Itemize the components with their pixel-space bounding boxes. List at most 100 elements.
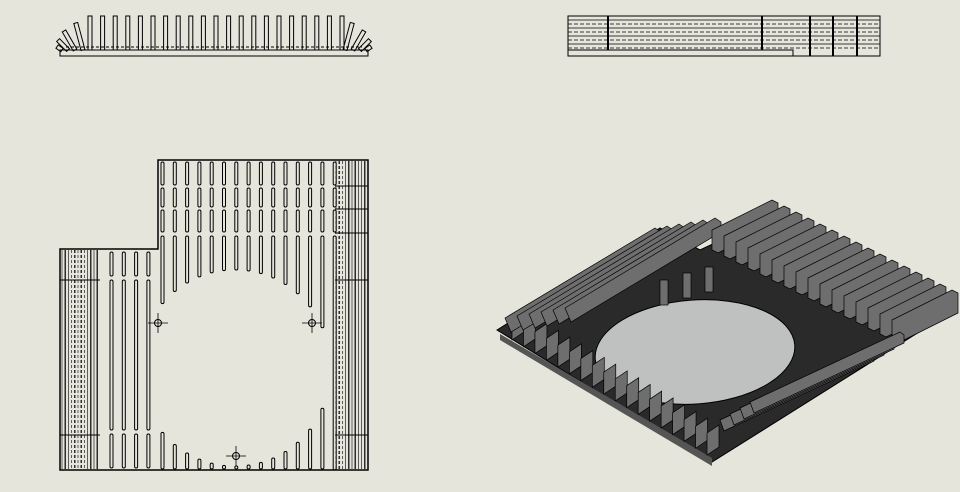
fin-slot — [197, 161, 202, 186]
fin — [226, 15, 232, 51]
angled-fin — [61, 29, 78, 52]
fin-slot — [209, 462, 214, 470]
fin — [175, 15, 181, 51]
fin-slot — [234, 235, 239, 271]
fin — [213, 15, 219, 51]
fin-slot — [185, 187, 190, 208]
iso-floor-opening — [594, 299, 796, 405]
fin-slot — [172, 187, 177, 208]
iso-wall-fin — [682, 272, 692, 299]
fin-slot — [320, 187, 325, 208]
fin-slot — [283, 235, 288, 286]
fin-slot — [246, 464, 251, 470]
fin-slot — [258, 235, 263, 275]
fin — [314, 15, 320, 51]
fin-slot — [121, 279, 126, 431]
fin-slot — [320, 209, 325, 233]
fin — [137, 15, 143, 51]
fin-slot — [197, 458, 202, 470]
fin-slot — [185, 452, 190, 470]
fin-slot — [197, 209, 202, 233]
fin-slot — [209, 161, 214, 186]
fin-slot — [160, 187, 165, 208]
fin-slot — [172, 443, 177, 470]
fin-slot — [234, 209, 239, 233]
fin — [326, 15, 332, 51]
fin-slot — [222, 187, 226, 208]
fin — [301, 15, 307, 51]
fin-slot — [246, 187, 251, 208]
fin-slot — [121, 251, 126, 277]
fin-slot — [234, 465, 239, 470]
angled-fin — [364, 44, 373, 53]
iso-fin — [569, 343, 582, 375]
iso-fin — [626, 376, 640, 409]
iso-wall-fin — [704, 266, 714, 293]
fin-slot — [209, 187, 214, 208]
fin — [188, 15, 194, 51]
iso-fin — [695, 417, 708, 449]
fin-slot — [271, 209, 276, 233]
fin-slot — [134, 251, 139, 277]
base-plate — [59, 49, 369, 57]
fin-slot — [295, 441, 300, 470]
iso-fin — [614, 370, 628, 402]
fin-slot — [246, 209, 251, 233]
angled-fin — [342, 21, 355, 52]
fin-slot — [258, 161, 263, 186]
plan-view — [59, 159, 369, 471]
fin-slot — [134, 433, 139, 469]
fin-slot — [109, 279, 114, 431]
fin-slot — [209, 235, 214, 274]
fin-slot — [246, 161, 251, 186]
side-view — [567, 15, 881, 57]
fin — [163, 15, 169, 51]
fin — [263, 15, 269, 51]
iso-fin — [660, 397, 674, 429]
fin-slot — [185, 209, 190, 233]
fin-slot — [160, 235, 165, 305]
fin-slot — [209, 209, 214, 233]
fin-slot — [308, 161, 313, 186]
iso-fin — [546, 329, 559, 361]
fin-slot — [146, 433, 151, 469]
fin-slot — [121, 433, 126, 469]
plan-outline — [59, 159, 369, 471]
fin-slot — [172, 235, 177, 293]
fin-slot — [283, 209, 288, 233]
fin-slot — [258, 209, 263, 233]
fin-slot — [222, 464, 226, 470]
fin-slot — [185, 161, 190, 186]
fin-slot — [283, 187, 288, 208]
iso-fin — [580, 349, 594, 382]
fin-slot — [271, 187, 276, 208]
angled-fin — [357, 37, 373, 53]
front-view — [55, 15, 373, 57]
fin — [289, 15, 295, 51]
fin — [112, 15, 118, 51]
iso-base-edge — [500, 334, 712, 466]
angled-fin — [55, 37, 71, 53]
fin-slot — [308, 235, 313, 308]
fin-slot — [283, 161, 288, 186]
fin-slot — [320, 235, 325, 329]
fin-slot — [234, 161, 239, 186]
iso-fin — [637, 383, 651, 416]
iso-fin — [591, 356, 605, 389]
fin-slot — [308, 187, 313, 208]
angled-fin — [55, 44, 64, 53]
angled-fin — [350, 29, 367, 52]
fin-slot — [146, 251, 151, 277]
fin-slot — [160, 431, 165, 470]
fin-slot — [234, 187, 239, 208]
fin-slot — [222, 161, 226, 186]
fin-slot — [271, 235, 276, 279]
fin-slot — [185, 235, 190, 284]
iso-long-fin — [749, 331, 905, 414]
fin-slot — [197, 235, 202, 278]
fin — [238, 15, 244, 51]
fin-slot — [295, 209, 300, 233]
iso-fin — [672, 404, 685, 436]
fin-slot — [271, 457, 276, 470]
